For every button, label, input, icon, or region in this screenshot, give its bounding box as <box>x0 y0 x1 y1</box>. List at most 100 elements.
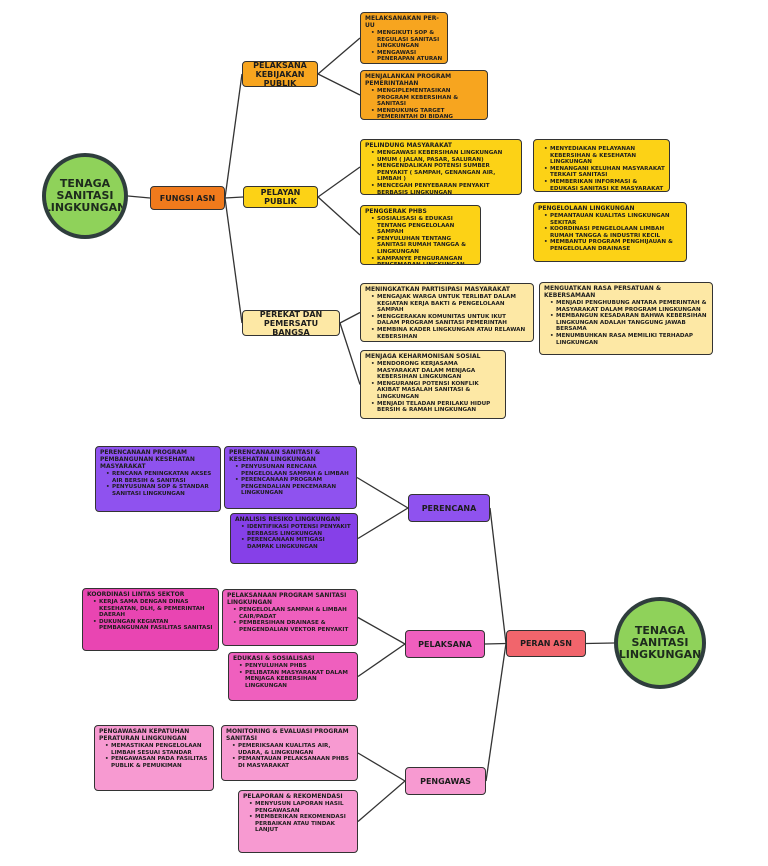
leaf-item: KOORDINASI PENGELOLAAN LIMBAH RUMAH TANG… <box>544 226 682 239</box>
leaf-title: EDUKASI & SOSIALISASI <box>233 655 315 662</box>
leaf-item: PENYUSUNAN RENCANA PENGELOLAAN SAMPAH & … <box>235 464 352 477</box>
connector-fungsi-pelaksana-kebijakan <box>224 73 243 199</box>
connector-pelaksana-pelaksanaan <box>357 616 406 645</box>
leaf-title: PELINDUNG MASYARAKAT <box>365 142 452 149</box>
leaf-item: MENGIPLEMENTASIKAN PROGRAM KEBERSIHAN & … <box>371 88 483 108</box>
leaf-item: PEMANTAUAN KUALITAS LINGKUNGAN SEKITAR <box>544 213 682 226</box>
leaf-item: IDENTIFIKASI POTENSI PENYAKIT BERBASIS L… <box>241 524 353 537</box>
connector-perekat-harmonis <box>339 322 361 385</box>
leaf-title: MENGUATKAN RASA PERSATUAN & KEBERSAMAAN <box>544 285 662 299</box>
connector-peran-perencana <box>489 507 507 644</box>
leaf-item: PENYUSUNAN SOP & STANDAR SANITASI LINGKU… <box>106 484 216 497</box>
leaf-title: MENINGKATKAN PARTISIPASI MASYARAKAT <box>365 286 510 293</box>
leaf-title: PELAPORAN & REKOMENDASI <box>243 793 343 800</box>
connector-pelaksana-edukasi <box>357 643 406 678</box>
connector-pelayan-publik-pelindung <box>317 166 361 198</box>
leaf-pelaporan-rekomendasi: PELAPORAN & REKOMENDASI MENYUSUN LAPORAN… <box>238 790 358 853</box>
leaf-item: MENCEGAH PENYEBARAN PENYAKIT BERBASIS LI… <box>371 183 517 194</box>
category-pelayan-publik: PELAYAN PUBLIK <box>243 186 318 208</box>
leaf-title: PENGGERAK PHBS <box>365 208 427 215</box>
category-pengawas: PENGAWAS <box>405 767 486 795</box>
connector-pengawas-monitoring <box>357 752 406 782</box>
leaf-item: MENGIKUTI SOP & REGULASI SANITASI LINGKU… <box>371 30 443 50</box>
leaf-item: MENUMBUHKAN RASA MEMILIKI TERHADAP LINGK… <box>550 333 708 346</box>
leaf-title: PENGELOLAAN LINGKUNGAN <box>538 205 635 212</box>
leaf-item: PELIBATAN MASYARAKAT DALAM MENJAGA KEBER… <box>239 670 353 690</box>
leaf-item: MEMBERIKAN REKOMENDASI PERBAIKAN ATAU TI… <box>249 814 353 834</box>
leaf-item: MENANGANI KELUHAN MASYARAKAT TERKAIT SAN… <box>544 166 665 179</box>
category-perencana: PERENCANA <box>408 494 490 522</box>
leaf-item: PEMBERSIHAN DRAINASE & PENGENDALIAN VEKT… <box>233 620 353 633</box>
leaf-item: MENGAWASI PENERAPAN ATURAN DILAPANGAN <box>371 50 443 63</box>
connector-pelayan-publik-phbs <box>317 196 361 236</box>
leaf-item: PEMANTAUAN PELAKSANAAN PHBS DI MASYARAKA… <box>232 756 353 769</box>
leaf-pelaksanaan-program-sanitasi: PELAKSANAAN PROGRAM SANITASI LINGKUNGAN … <box>222 589 358 646</box>
leaf-item: KAMPANYE PENGURANGAN PENCEMARAN LINGKUNG… <box>371 256 476 264</box>
leaf-item: MENGGERAKAN KOMUNITAS UNTUK IKUT DALAM P… <box>371 314 529 327</box>
leaf-perencanaan-program-pembangunan: PERENCANAAN PROGRAM PEMBANGUNAN KESEHATA… <box>95 446 221 512</box>
connector-root-top-fungsi <box>127 195 151 199</box>
connector-fungsi-perekat <box>224 197 243 324</box>
leaf-monitoring-evaluasi: MONITORING & EVALUASI PROGRAM SANITASI P… <box>221 725 358 781</box>
leaf-item: SOSIALISASI & EDUKASI TENTANG PENGELOLAA… <box>371 216 476 236</box>
root-tenaga-sanitasi-bottom: TENAGA SANITASI LINGKUNGAN <box>614 597 706 689</box>
leaf-item: MENYUSUN LAPORAN HASIL PENGAWASAN <box>249 801 353 814</box>
leaf-edukasi-sosialisasi: EDUKASI & SOSIALISASI PENYULUHAN PHBS PE… <box>228 652 358 701</box>
leaf-item: PENGELOLAAN SAMPAH & LIMBAH CAIR/PADAT <box>233 607 353 620</box>
leaf-meningkatkan-partisipasi: MENINGKATKAN PARTISIPASI MASYARAKAT MENG… <box>360 283 534 342</box>
leaf-item: MENGAWASI KEBERSIHAN LINGKUNGAN UMUM ( J… <box>371 150 517 163</box>
leaf-item: PENGAWASAN PADA FASILITAS PUBLIK & PEMUK… <box>105 756 209 769</box>
connector-pengawas-pelaporan <box>357 780 406 822</box>
connector-pelaksana-kebijakan-program <box>317 73 361 96</box>
leaf-menguatkan-persatuan: MENGUATKAN RASA PERSATUAN & KEBERSAMAAN … <box>539 282 713 355</box>
leaf-title: PERENCANAAN SANITASI & KESEHATAN LINGKUN… <box>229 449 321 463</box>
leaf-menjaga-keharmonisan: MENJAGA KEHARMONISAN SOSIAL MENDORONG KE… <box>360 350 506 419</box>
leaf-title: PERENCANAAN PROGRAM PEMBANGUNAN KESEHATA… <box>100 449 195 470</box>
leaf-koordinasi-lintas-sektor: KOORDINASI LINTAS SEKTOR KERJA SAMA DENG… <box>82 588 219 651</box>
leaf-item: MENYEDIAKAN PELAYANAN KEBERSIHAN & KESEH… <box>544 146 665 166</box>
leaf-analisis-resiko: ANALISIS RESIKO LINGKUNGAN IDENTIFIKASI … <box>230 513 358 564</box>
leaf-item: MENGENDALIKAN POTENSI SUMBER PENYAKIT ( … <box>371 163 517 183</box>
leaf-pelindung-masyarakat: PELINDUNG MASYARAKAT MENGAWASI KEBERSIHA… <box>360 139 522 195</box>
category-perekat-pemersatu-bangsa: PEREKAT DAN PEMERSATU BANGSA <box>242 310 340 336</box>
connector-peran-pelaksana <box>484 642 507 645</box>
leaf-pengelolaan-lingkungan: PENGELOLAAN LINGKUNGAN PEMANTAUAN KUALIT… <box>533 202 687 262</box>
leaf-item: PEMERIKSAAN KUALITAS AIR, UDARA, & LINGK… <box>232 743 353 756</box>
category-pelaksana: PELAKSANA <box>405 630 485 658</box>
leaf-item: MEMASTIKAN PENGELOLAAN LIMBAH SESUAI STA… <box>105 743 209 756</box>
leaf-penggerak-phbs: PENGGERAK PHBS SOSIALISASI & EDUKASI TEN… <box>360 205 481 265</box>
leaf-pelayanan-kebersihan: MENYEDIAKAN PELAYANAN KEBERSIHAN & KESEH… <box>533 139 670 192</box>
leaf-item: MENGAJAK WARGA UNTUK TERLIBAT DALAM KEGI… <box>371 294 529 314</box>
leaf-item: MENJADI TELADAN PERILAKU HIDUP BERSIH & … <box>371 401 501 414</box>
connector-perekat-partisipasi <box>339 311 361 324</box>
branch-peran-asn: PERAN ASN <box>506 630 586 657</box>
connector-fungsi-pelayan-publik <box>224 196 244 199</box>
leaf-item: KERJA SAMA DENGAN DINAS KESEHATAN, DLH, … <box>93 599 214 619</box>
leaf-title: MENJAGA KEHARMONISAN SOSIAL <box>365 353 481 360</box>
branch-fungsi-asn: FUNGSI ASN <box>150 186 225 210</box>
leaf-title: KOORDINASI LINTAS SEKTOR <box>87 591 185 598</box>
leaf-pengawasan-kepatuhan: PENGAWASAN KEPATUHAN PERATURAN LINGKUNGA… <box>94 725 214 791</box>
leaf-item: MENDUKUNG TARGET PEMERINTAH DI BIDANG KE… <box>371 108 483 119</box>
leaf-title: MENJALANKAN PROGRAM PEMERINTAHAN <box>365 73 452 87</box>
leaf-item: DUKUNGAN KEGIATAN PEMBANGUNAN FASILITAS … <box>93 619 214 632</box>
leaf-menjalankan-program-pemerintahan: MENJALANKAN PROGRAM PEMERINTAHAN MENGIPL… <box>360 70 488 120</box>
leaf-item: MEMBINA KADER LINGKUNGAN ATAU RELAWAN KE… <box>371 327 529 340</box>
leaf-title: PELAKSANAAN PROGRAM SANITASI LINGKUNGAN <box>227 592 347 606</box>
root-tenaga-sanitasi-top: TENAGA SANITASI LINGKUNGAN <box>42 153 128 239</box>
leaf-item: PERENCANAAN MITIGASI DAMPAK LINGKUNGAN <box>241 537 353 550</box>
leaf-item: MENJADI PENGHUBUNG ANTARA PEMERINTAH & M… <box>550 300 708 313</box>
leaf-item: PENYULUHAN PHBS <box>239 663 353 670</box>
leaf-item: MENDORONG KERJASAMA MASYARAKAT DALAM MEN… <box>371 361 501 381</box>
leaf-title: MONITORING & EVALUASI PROGRAM SANITASI <box>226 728 349 742</box>
leaf-item: PENYULUHAN TENTANG SANITASI RUMAH TANGGA… <box>371 236 476 256</box>
leaf-title: PENGAWASAN KEPATUHAN PERATURAN LINGKUNGA… <box>99 728 190 742</box>
connector-perencana-analisis <box>357 507 409 540</box>
leaf-item: MEMBANGUN KESADARAN BAHWA KEBERSIHAN LIN… <box>550 313 708 333</box>
leaf-title: MELAKSANAKAN PER-UU <box>365 15 439 29</box>
connector-pelaksana-kebijakan-sop <box>317 37 361 75</box>
leaf-title: ANALISIS RESIKO LINGKUNGAN <box>235 516 341 523</box>
connector-root-bottom-peran <box>585 642 615 645</box>
leaf-melaksanakan-per-uu: MELAKSANAKAN PER-UU MENGIKUTI SOP & REGU… <box>360 12 448 64</box>
